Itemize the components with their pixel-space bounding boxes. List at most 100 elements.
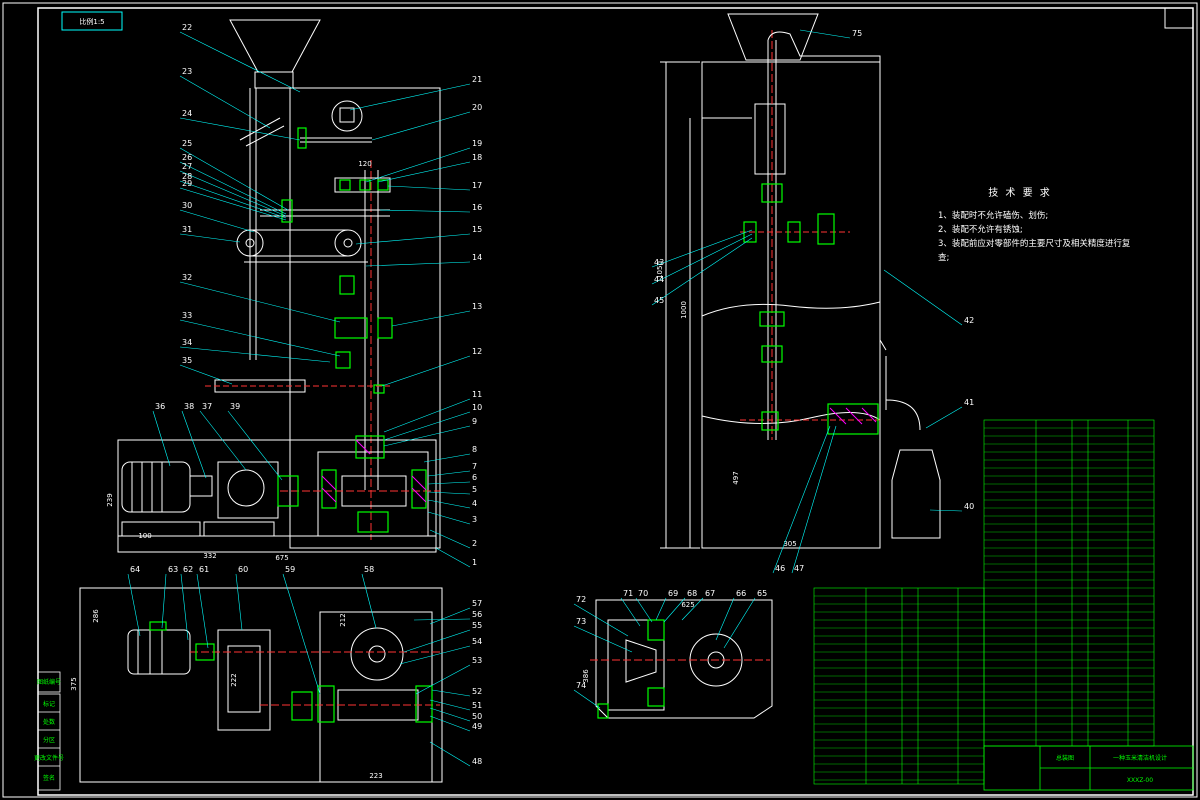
leader-line — [377, 161, 471, 183]
part-number: 13 — [472, 302, 482, 311]
part-number: 36 — [155, 402, 165, 411]
leader-line — [180, 573, 189, 641]
part-number: 32 — [182, 273, 192, 282]
leader-line — [651, 229, 753, 268]
leader-line — [179, 209, 255, 233]
leader-line — [681, 597, 704, 621]
leader-line — [179, 117, 301, 141]
part-number: 57 — [472, 599, 482, 608]
part-number: 14 — [472, 253, 482, 262]
leader-line — [655, 597, 667, 621]
side-label: 处数 — [43, 718, 55, 726]
part-number: 4 — [472, 499, 477, 508]
leader-line — [179, 31, 301, 93]
leader-line — [429, 741, 471, 767]
part-number: 60 — [238, 565, 248, 574]
leader-line — [371, 111, 471, 141]
leader-line — [429, 715, 471, 732]
bom-rows-right — [984, 427, 1154, 741]
part-number: 68 — [687, 589, 697, 598]
part-number: 48 — [472, 757, 482, 766]
side-label: 更改文件号 — [34, 754, 64, 762]
part-number: 72 — [576, 595, 586, 604]
technical-requirements: 技 术 要 求 1、装配时不允许磕伤、划伤; 2、装配不允许有锈蚀; 3、装配前… — [938, 186, 1131, 263]
leader-lines — [127, 29, 963, 767]
leader-line — [361, 573, 377, 629]
leader-line — [365, 147, 471, 183]
leader-line — [651, 233, 753, 285]
part-number: 59 — [285, 565, 295, 574]
front-view-parts — [277, 127, 427, 533]
part-number: 43 — [654, 258, 664, 267]
tech-title: 技 术 要 求 — [988, 186, 1052, 199]
leader-line — [355, 233, 471, 245]
leader-line — [427, 481, 471, 485]
dim-label: 386 — [582, 669, 590, 683]
tech-item: 2、装配不允许有锈蚀; — [938, 224, 1023, 235]
leader-line — [427, 499, 471, 509]
side-stamp: 图纸编号 — [37, 678, 61, 686]
part-number: 45 — [654, 296, 664, 305]
dim-label: 305 — [783, 540, 796, 548]
drawing-subtitle: 一种玉米清洁机设计 — [1113, 754, 1167, 762]
dim-label: 239 — [106, 493, 114, 506]
bom-table-right — [983, 419, 1155, 747]
dim-label: 1050 — [656, 261, 664, 279]
part-balloons: 1234567891011121314151617181920212223242… — [130, 23, 974, 766]
part-number: 70 — [638, 589, 648, 598]
leader-line — [429, 699, 471, 711]
leader-line — [925, 406, 963, 429]
part-number: 40 — [964, 502, 974, 511]
side-revision-labels: 图纸编号 标记 处数 分区 更改文件号 签名 — [34, 678, 64, 782]
side-label: 标记 — [43, 700, 55, 708]
part-number: 19 — [472, 139, 482, 148]
part-number: 10 — [472, 403, 482, 412]
tech-item: 3、装配前应对零部件的主要尺寸及相关精度进行复 — [938, 238, 1131, 249]
part-number: 35 — [182, 356, 192, 365]
part-number: 16 — [472, 203, 482, 212]
dim-label: 675 — [275, 554, 288, 562]
leader-line — [379, 209, 471, 213]
leader-line — [573, 625, 633, 653]
front-view-hatch — [321, 439, 427, 503]
part-number: 7 — [472, 462, 477, 471]
part-number: 54 — [472, 637, 482, 646]
part-number: 21 — [472, 75, 482, 84]
leader-line — [179, 161, 287, 215]
part-number: 29 — [182, 179, 192, 188]
leader-line — [387, 185, 471, 191]
leader-line — [179, 187, 287, 221]
part-number: 74 — [576, 681, 586, 690]
bom-table-left — [813, 587, 985, 785]
part-number: 23 — [182, 67, 192, 76]
dim-label: 212 — [339, 613, 347, 626]
part-number: 38 — [184, 402, 194, 411]
leader-line — [423, 453, 471, 463]
leader-line — [427, 470, 471, 477]
leader-line — [179, 319, 341, 357]
part-number: 53 — [472, 656, 482, 665]
part-number: 6 — [472, 473, 477, 482]
title-block-text: 总装图 一种玉米清洁机设计 XXXZ-00 — [1056, 754, 1167, 784]
leader-line — [651, 237, 753, 306]
leader-line — [573, 689, 601, 709]
leader-line — [383, 425, 471, 447]
leader-line — [723, 597, 756, 649]
leader-line — [383, 411, 471, 441]
leader-line — [235, 573, 243, 631]
dimension-labels: 120 239 100 332 675 286 375 222 223 1050… — [70, 160, 797, 780]
part-number: 39 — [230, 402, 240, 411]
part-number: 49 — [472, 722, 482, 731]
tech-item: 查; — [938, 252, 949, 263]
dim-label: 497 — [732, 471, 740, 484]
part-number: 20 — [472, 103, 482, 112]
part-number: 44 — [654, 275, 664, 284]
part-number: 51 — [472, 701, 482, 710]
leader-line — [427, 491, 471, 495]
part-number: 41 — [964, 398, 974, 407]
leader-line — [282, 573, 321, 695]
side-label: 签名 — [43, 774, 55, 782]
leader-line — [152, 410, 171, 467]
leader-line — [179, 233, 241, 243]
